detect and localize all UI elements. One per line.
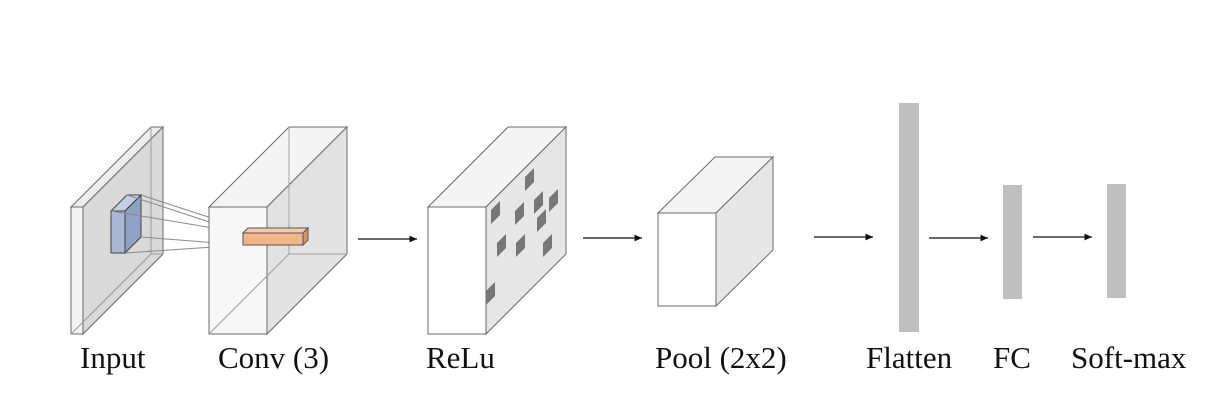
flatten-bar xyxy=(899,103,919,332)
label-softmax: Soft-max xyxy=(1071,342,1187,373)
fc-bar xyxy=(1003,185,1022,299)
label-pool: Pool (2x2) xyxy=(655,340,787,375)
relu-volume xyxy=(426,125,568,336)
softmax-bar xyxy=(1107,184,1126,298)
label-flatten: Flatten xyxy=(866,340,953,375)
label-relu: ReLu xyxy=(426,340,495,375)
label-input: Input xyxy=(80,340,146,375)
label-conv: Conv (3) xyxy=(218,340,330,375)
label-fc: FC xyxy=(993,340,1031,375)
pool-volume xyxy=(656,155,775,308)
filter-block xyxy=(241,226,310,247)
feature-patches xyxy=(486,168,558,305)
